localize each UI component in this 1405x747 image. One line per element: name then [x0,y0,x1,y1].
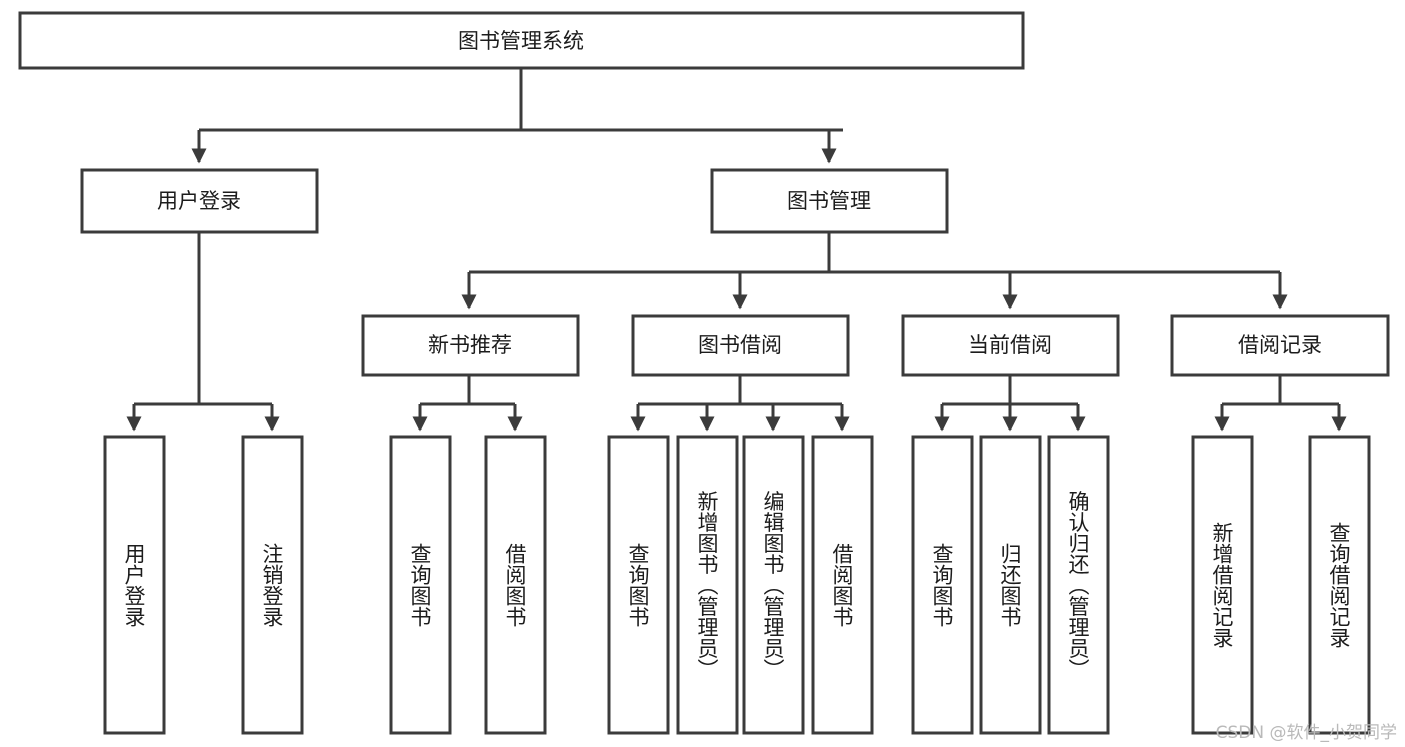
borrow-record-box[interactable] [1170,314,1390,377]
leaf-box[interactable] [676,435,739,735]
leaf-label: 查询借阅记录 [1327,522,1351,648]
user-login-label: 用户登录 [157,189,241,213]
root-label: 图书管理系统 [458,29,584,53]
borrow-record-label: 借阅记录 [1238,333,1322,357]
leaf-label: 编辑图书（管理员） [761,491,785,680]
leaf-node[interactable]: 新增图书（管理员） [676,435,739,735]
node-book-borrow[interactable]: 图书借阅 [631,314,850,377]
edges-userlogin-to-leaves [126,232,280,432]
leaf-box[interactable] [911,435,974,735]
user-login-box[interactable] [80,168,319,234]
edges-newbook-to-leaves [412,375,523,432]
node-user-login[interactable]: 用户登录 [80,168,319,234]
root-box[interactable] [18,11,1025,70]
leaf-node[interactable]: 注销登录 [241,435,304,735]
book-manage-box[interactable] [710,168,949,234]
new-book-rec-label: 新书推荐 [428,333,512,357]
leaf-label: 查询图书 [930,543,954,627]
edges-currentborrow-to-leaves [934,375,1086,432]
edges-borrowrecord-to-leaves [1214,375,1347,432]
leaf-box[interactable] [484,435,547,735]
leaf-label: 确认归还（管理员） [1066,491,1090,680]
leaf-box[interactable] [1191,435,1254,735]
node-current-borrow[interactable]: 当前借阅 [901,314,1120,377]
edges-bookmanage-to-level3 [461,232,1288,310]
leaf-node[interactable]: 查询借阅记录 [1308,435,1371,735]
leaf-label: 用户登录 [122,543,146,627]
leaf-label: 借阅图书 [830,543,854,627]
current-borrow-box[interactable] [901,314,1120,377]
leaf-label: 归还图书 [998,543,1022,627]
leaf-box[interactable] [979,435,1042,735]
leaf-node[interactable]: 编辑图书（管理员） [742,435,805,735]
leaf-label: 新增图书（管理员） [695,491,719,680]
leaf-box[interactable] [742,435,805,735]
leaf-box[interactable] [607,435,670,735]
node-book-manage[interactable]: 图书管理 [710,168,949,234]
node-borrow-record[interactable]: 借阅记录 [1170,314,1390,377]
book-borrow-box[interactable] [631,314,850,377]
leaf-label: 借阅图书 [503,543,527,627]
current-borrow-label: 当前借阅 [968,333,1052,357]
new-book-rec-box[interactable] [361,314,580,377]
book-borrow-label: 图书借阅 [698,333,782,357]
leaf-label: 查询图书 [626,543,650,627]
leaf-node[interactable]: 查询图书 [911,435,974,735]
leaf-node[interactable]: 用户登录 [103,435,166,735]
leaf-label: 新增借阅记录 [1210,522,1234,648]
leaf-label: 注销登录 [260,543,284,627]
leaf-box[interactable] [103,435,166,735]
leaf-box[interactable] [389,435,452,735]
leaf-box[interactable] [1308,435,1371,735]
leaf-node[interactable]: 新增借阅记录 [1191,435,1254,735]
book-manage-label: 图书管理 [787,189,871,213]
leaf-node[interactable]: 确认归还（管理员） [1047,435,1110,735]
leaf-box[interactable] [241,435,304,735]
node-new-book-rec[interactable]: 新书推荐 [361,314,580,377]
leaf-node[interactable]: 借阅图书 [811,435,874,735]
node-root[interactable]: 图书管理系统 [18,11,1025,70]
edges-bookborrow-to-leaves [630,375,850,432]
leaf-node[interactable]: 归还图书 [979,435,1042,735]
leaf-box[interactable] [811,435,874,735]
leaf-label: 查询图书 [408,543,432,627]
leaf-box[interactable] [1047,435,1110,735]
leaf-node[interactable]: 查询图书 [389,435,452,735]
leaf-node[interactable]: 查询图书 [607,435,670,735]
leaf-node[interactable]: 借阅图书 [484,435,547,735]
edges-root-to-level2 [191,68,843,164]
